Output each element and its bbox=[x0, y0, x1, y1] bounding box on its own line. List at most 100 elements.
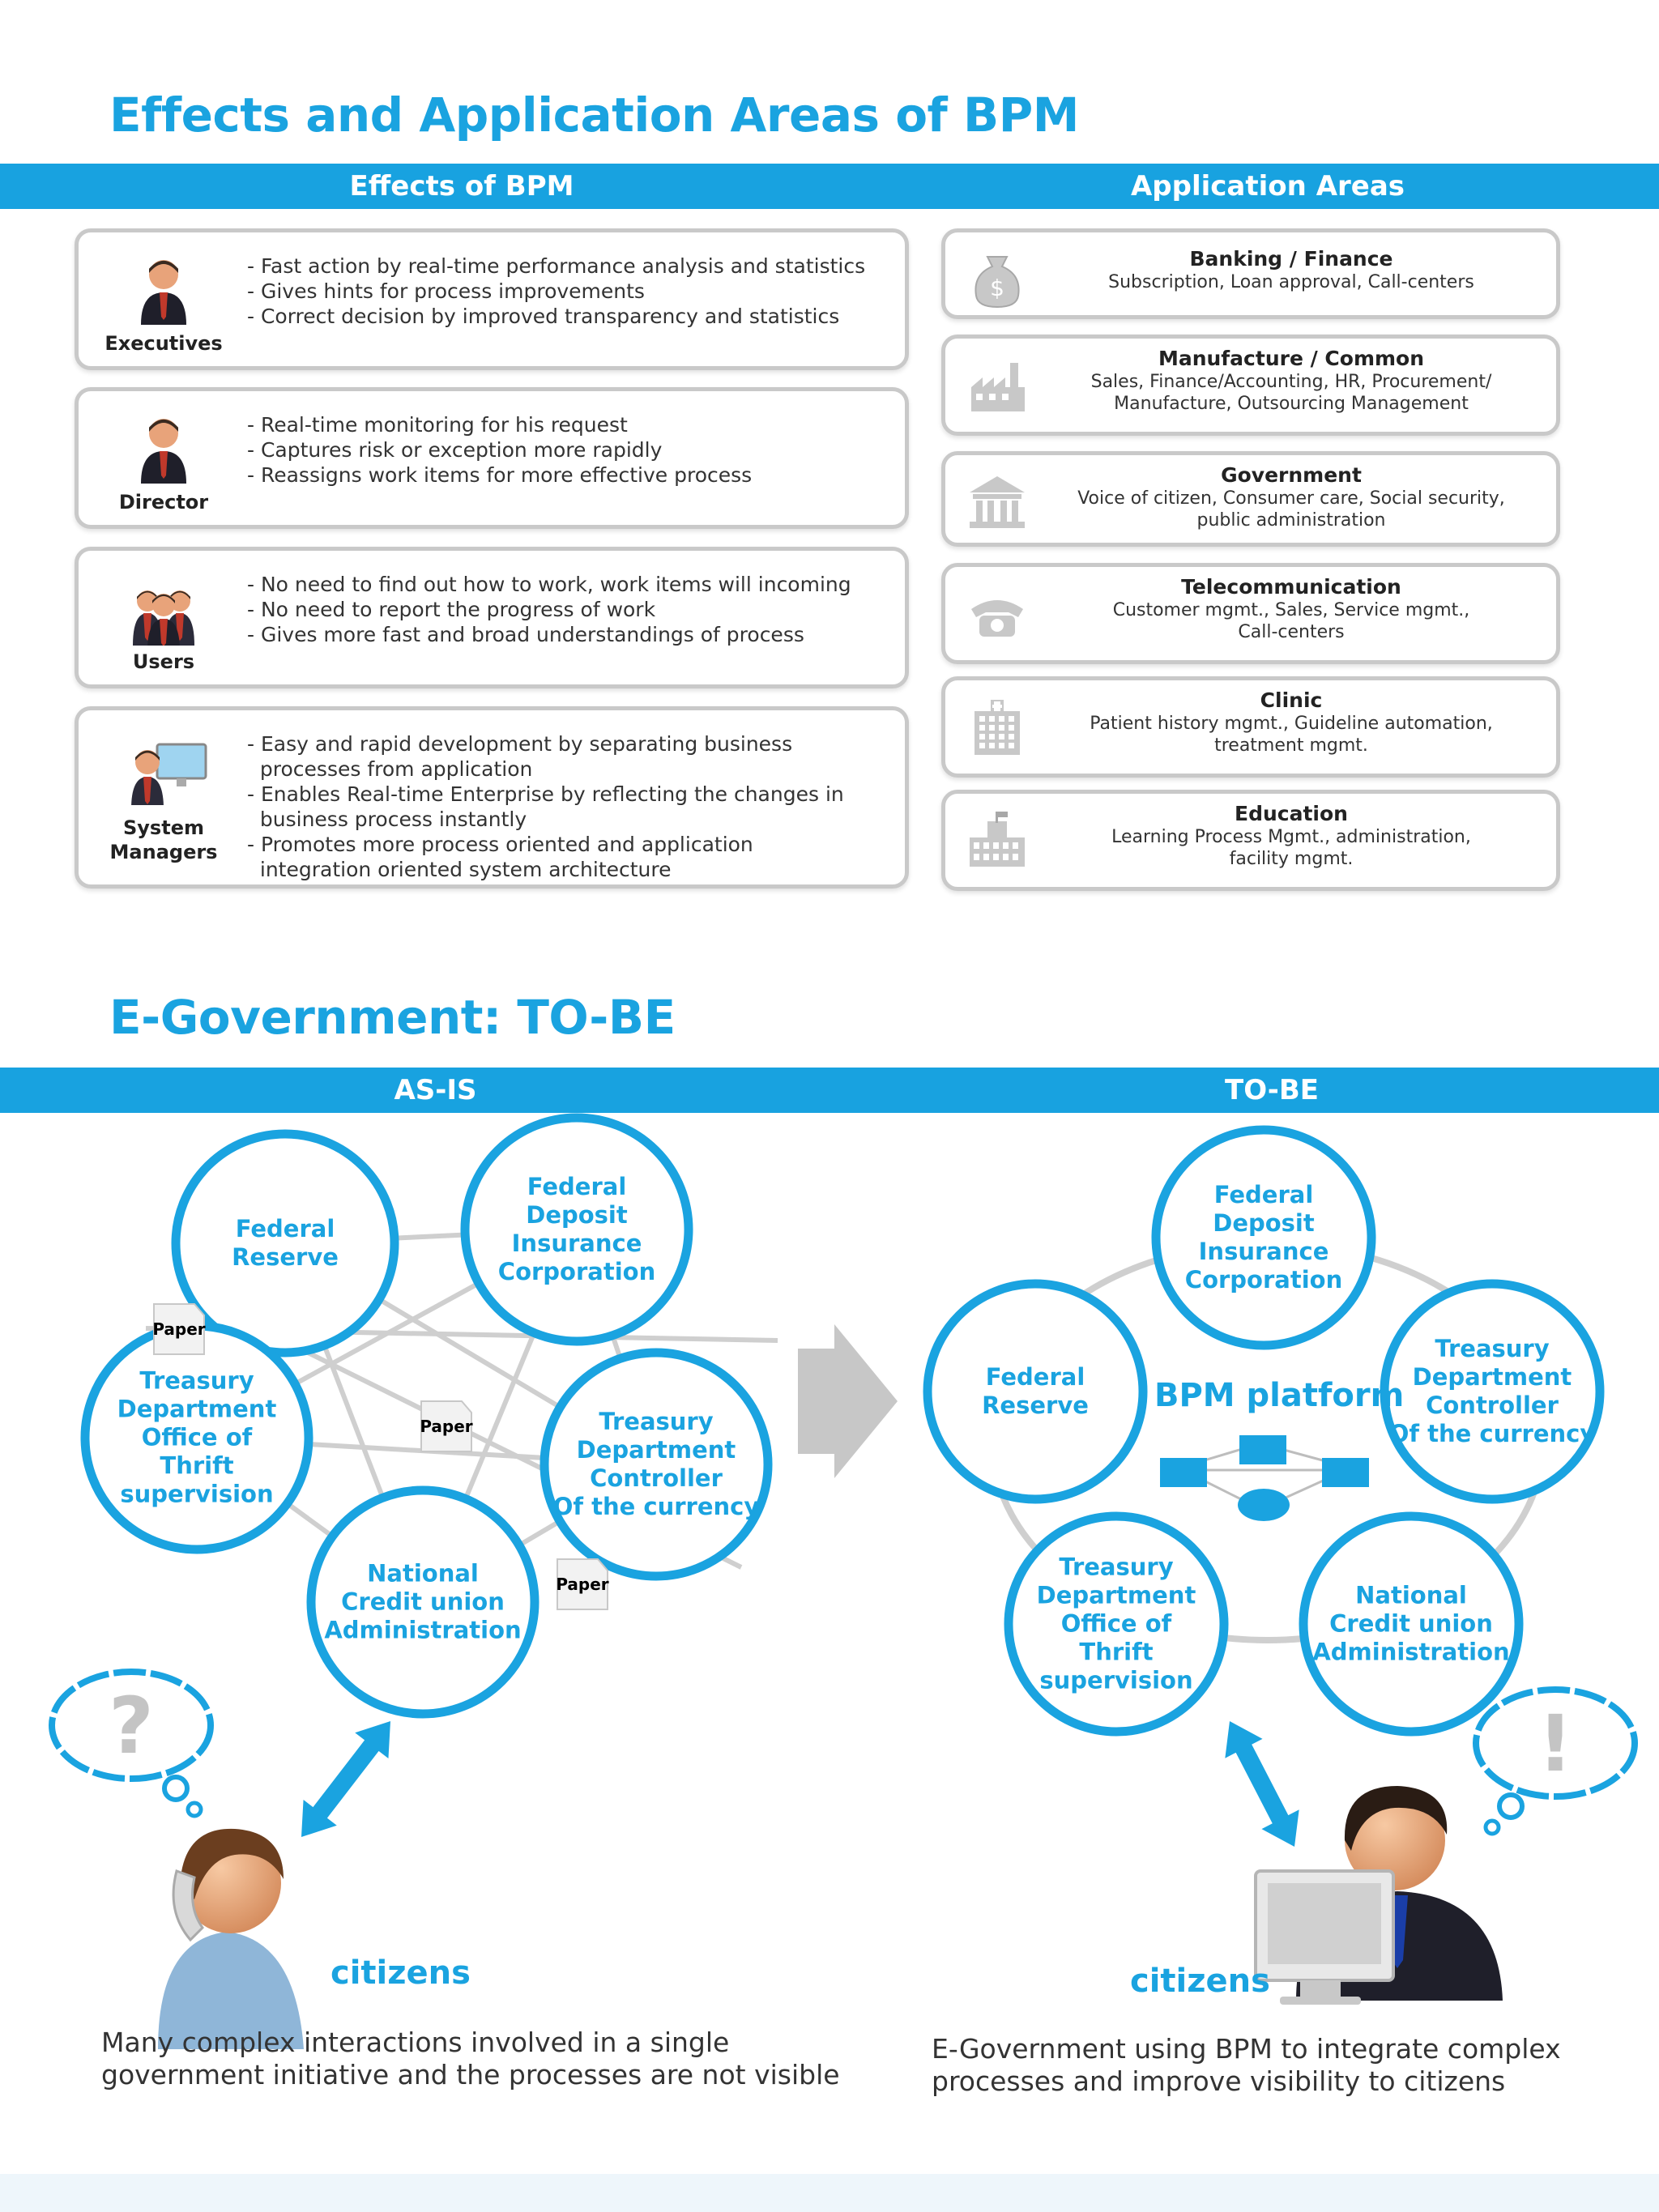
citizen-phone-person-icon bbox=[158, 1932, 304, 2049]
application-title: Manufacture / Common bbox=[1158, 347, 1425, 370]
citizen-interaction-arrow-icon bbox=[1225, 1721, 1299, 1847]
asis-entity-node bbox=[306, 1485, 539, 1719]
exclamation-bubble-icon-dot bbox=[1497, 1792, 1525, 1820]
role-label: Users bbox=[79, 650, 249, 674]
citizens-label-asis: citizens bbox=[331, 1954, 471, 1992]
role-bullet: - Gives more fast and broad understandin… bbox=[247, 623, 804, 646]
school-icon bbox=[963, 803, 1031, 872]
asis-node-label-line: supervision bbox=[120, 1480, 274, 1508]
telephone-icon bbox=[963, 577, 1031, 645]
tobe-node-label-line: Deposit bbox=[1213, 1209, 1315, 1237]
asis-node-label-line: Corporation bbox=[497, 1258, 656, 1285]
tobe-entity-node bbox=[923, 1279, 1148, 1504]
application-title: Education bbox=[1235, 802, 1348, 825]
tobe-entity-node bbox=[1151, 1125, 1376, 1350]
band-label-tobe: TO-BE bbox=[1225, 1074, 1319, 1106]
header-band-egov: AS-IS TO-BE bbox=[0, 1068, 1659, 1113]
paper-document-icon bbox=[557, 1558, 608, 1610]
application-description-line: Customer mgmt., Sales, Service mgmt., bbox=[1112, 600, 1470, 620]
computer-base-icon bbox=[1280, 1997, 1361, 2005]
role-bullet: - Correct decision by improved transpare… bbox=[247, 305, 840, 328]
application-title: Banking / Finance bbox=[1189, 247, 1393, 271]
role-bullets: - Fast action by real-time performance a… bbox=[247, 254, 885, 329]
tobe-node-label-line: supervision bbox=[1039, 1666, 1193, 1694]
application-card-telecommunication: Telecommunication Customer mgmt., Sales,… bbox=[941, 563, 1560, 664]
header-band-effects: Effects of BPM Application Areas bbox=[0, 164, 1659, 209]
application-card-government: Government Voice of citizen, Consumer ca… bbox=[941, 451, 1560, 547]
application-title: Clinic bbox=[1260, 688, 1323, 712]
tobe-node-label-line: Thrift bbox=[1079, 1638, 1154, 1666]
computer-screen-icon bbox=[1268, 1883, 1381, 1964]
application-title: Telecommunication bbox=[1181, 575, 1401, 599]
asis-node-label-line: Reserve bbox=[232, 1243, 339, 1271]
application-description: Sales, Finance/Accounting, HR, Procureme… bbox=[1043, 371, 1540, 415]
asis-node-label-line: National bbox=[367, 1559, 479, 1588]
role-card-executives: Executives - Fast action by real-time pe… bbox=[75, 228, 909, 370]
application-card-banking-finance: $ Banking / Finance Subscription, Loan a… bbox=[941, 228, 1560, 319]
system-manager-computer-icon bbox=[131, 728, 207, 809]
tobe-node-label-line: Treasury bbox=[1059, 1553, 1174, 1581]
paper-document-icon bbox=[420, 1400, 472, 1452]
asis-node-label-line: Administration bbox=[324, 1616, 522, 1644]
tobe-node-label-line: Department bbox=[1036, 1581, 1196, 1609]
application-description-line: Sales, Finance/Accounting, HR, Procureme… bbox=[1090, 372, 1492, 392]
asis-entity-node bbox=[171, 1129, 399, 1357]
application-description: Patient history mgmt., Guideline automat… bbox=[1043, 713, 1540, 757]
paper-document-icon bbox=[153, 1303, 205, 1355]
tobe-node-label-line: National bbox=[1355, 1581, 1467, 1609]
bpm-platform-label: BPM platform bbox=[1154, 1377, 1405, 1414]
citizen-interaction-arrow-icon bbox=[301, 1721, 390, 1837]
question-bubble-icon-symbol: ? bbox=[109, 1681, 154, 1771]
computer-stand-icon bbox=[1300, 1980, 1341, 1997]
hospital-icon bbox=[963, 690, 1031, 758]
tobe-entity-node bbox=[1299, 1511, 1524, 1737]
role-label-line: Director bbox=[118, 491, 209, 514]
asis-node-label-line: Deposit bbox=[526, 1201, 628, 1229]
role-bullet: processes from application bbox=[247, 757, 533, 781]
telephone-handset-icon bbox=[172, 1869, 204, 1942]
director-person-icon bbox=[131, 409, 196, 486]
application-description-line: Voice of citizen, Consumer care, Social … bbox=[1077, 488, 1505, 509]
factory-icon bbox=[963, 348, 1031, 416]
tobe-node-label-line: Reserve bbox=[982, 1392, 1089, 1419]
caption-asis-line: Many complex interactions involved in a … bbox=[101, 2027, 730, 2058]
application-description: Subscription, Loan approval, Call-center… bbox=[1043, 271, 1540, 293]
asis-node-label-line: Department bbox=[117, 1395, 277, 1423]
role-bullet: - Fast action by real-time performance a… bbox=[247, 254, 866, 278]
role-bullet: - Easy and rapid development by separati… bbox=[247, 732, 793, 756]
users-group-icon bbox=[131, 569, 196, 651]
svg-text:$: $ bbox=[990, 275, 1004, 301]
tobe-node-label-line: Corporation bbox=[1184, 1266, 1343, 1294]
band-label-asis: AS-IS bbox=[394, 1074, 477, 1106]
asis-node-label-line: Treasury bbox=[139, 1366, 254, 1395]
application-card-education: Education Learning Process Mgmt., admini… bbox=[941, 790, 1560, 891]
section-title-egov: E-Government: TO-BE bbox=[109, 990, 676, 1045]
caption-asis-line: government initiative and the processes … bbox=[101, 2059, 840, 2091]
role-card-director: Director - Real-time monitoring for his … bbox=[75, 387, 909, 529]
application-description-line: Learning Process Mgmt., administration, bbox=[1111, 827, 1471, 847]
role-bullet: - Promotes more process oriented and app… bbox=[247, 833, 753, 856]
caption-asis: Many complex interactions involved in a … bbox=[101, 2027, 840, 2091]
application-description-line: Call-centers bbox=[1238, 622, 1345, 642]
role-bullet: - No need to find out how to work, work … bbox=[247, 573, 851, 596]
tobe-node-label-line: Federal bbox=[985, 1363, 1085, 1391]
caption-tobe-line: processes and improve visibility to citi… bbox=[932, 2065, 1506, 2097]
bpm-flow-box-icon bbox=[1239, 1435, 1286, 1464]
paper-label: Paper bbox=[420, 1417, 472, 1436]
section-title-effects: Effects and Application Areas of BPM bbox=[109, 87, 1079, 143]
asis-node-label-line: Controller bbox=[590, 1464, 723, 1492]
role-label-line: Managers bbox=[109, 841, 218, 863]
role-bullets: - No need to find out how to work, work … bbox=[247, 572, 885, 647]
executive-person-icon bbox=[131, 250, 196, 327]
tobe-node-label-line: Office of bbox=[1060, 1609, 1172, 1638]
tobe-node-label-line: Credit union bbox=[1329, 1609, 1493, 1638]
role-bullet: business process instantly bbox=[247, 808, 527, 831]
asis-node-label-line: Department bbox=[576, 1436, 736, 1464]
